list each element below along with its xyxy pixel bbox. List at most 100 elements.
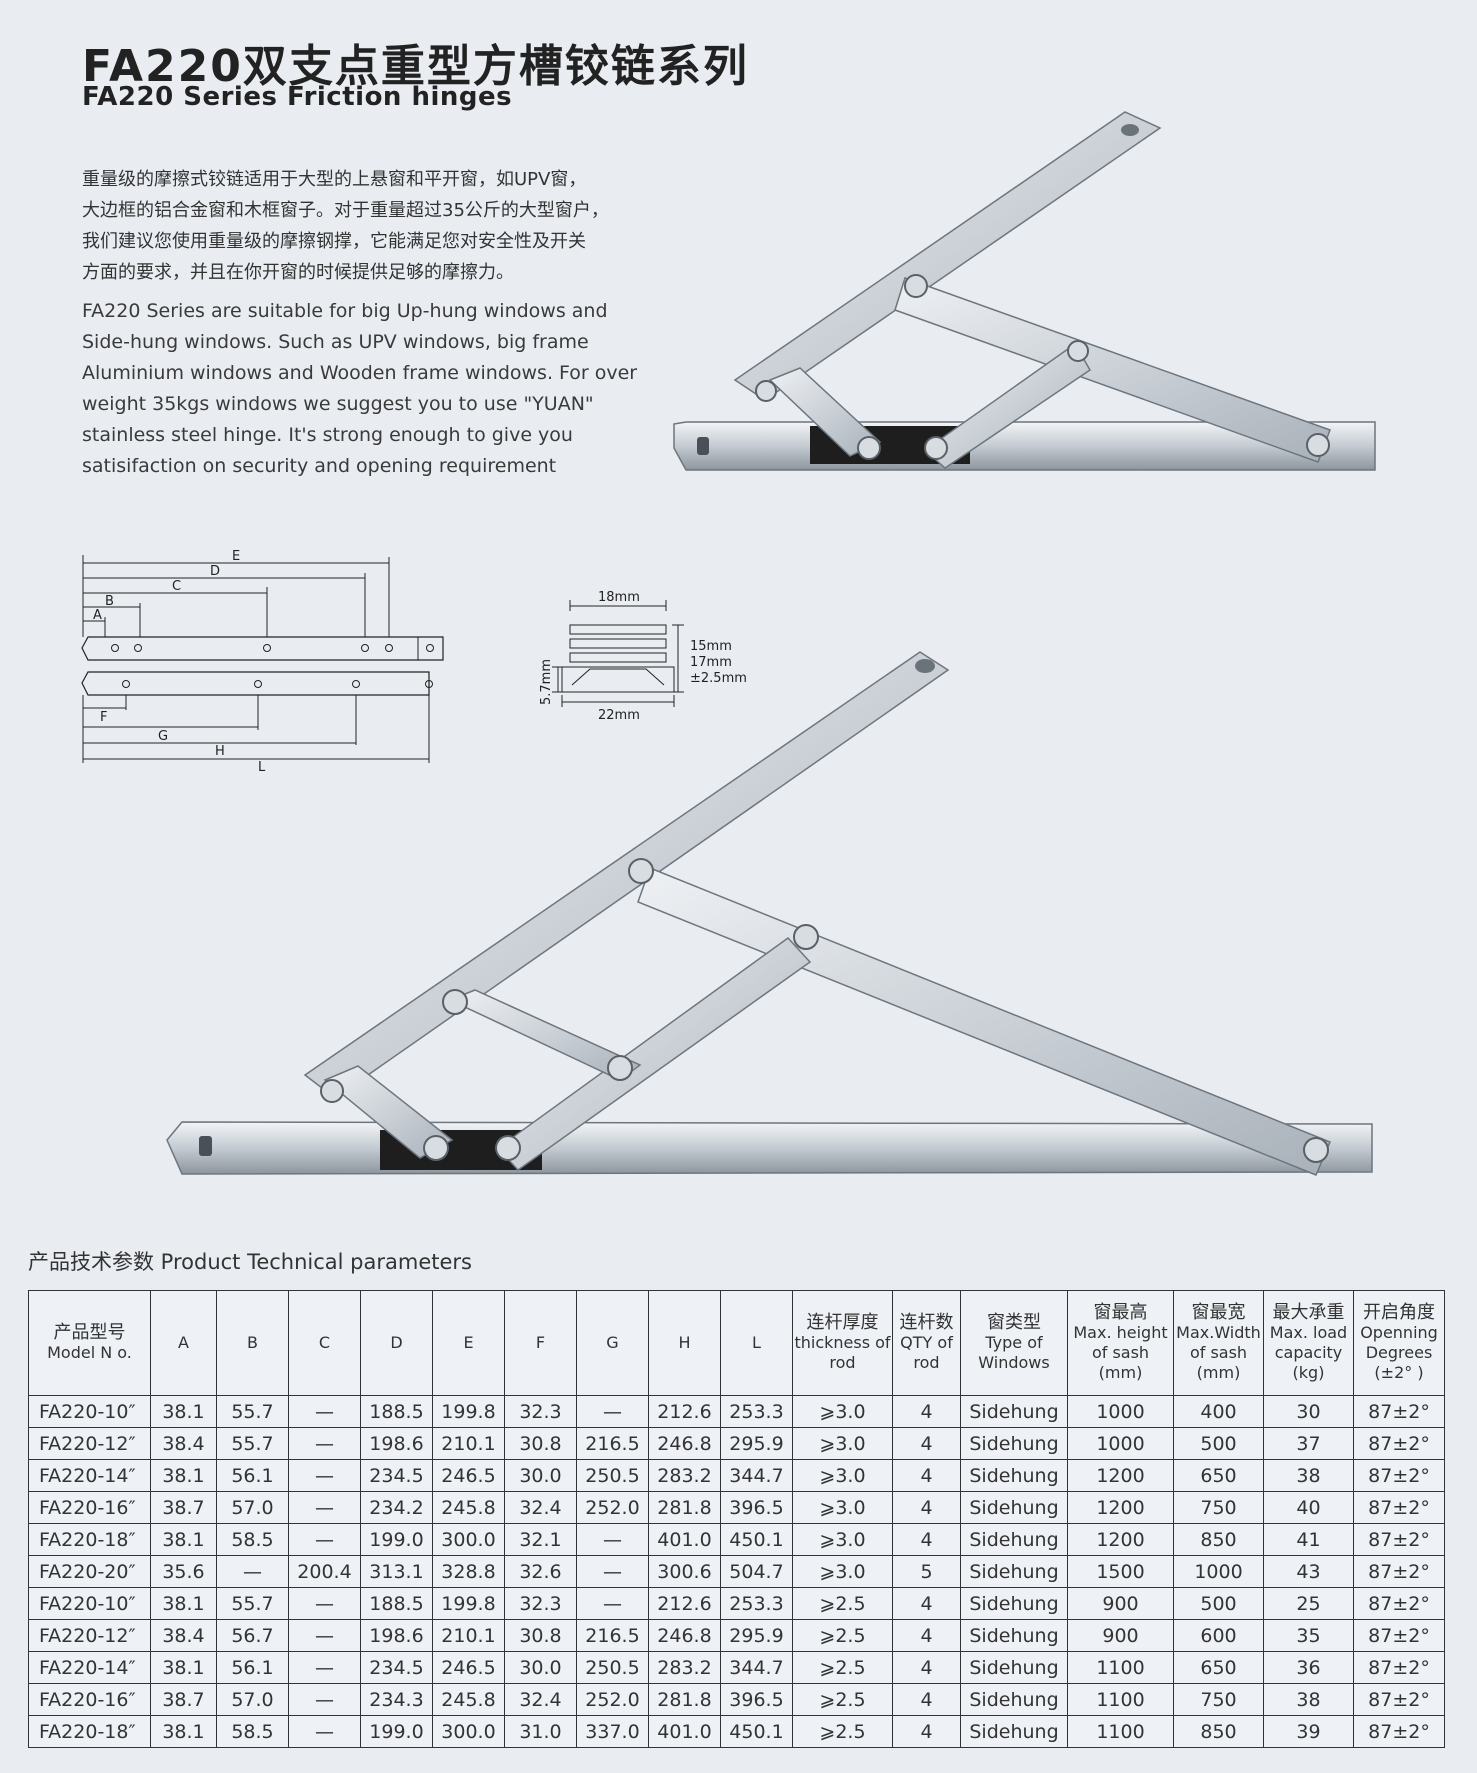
table-cell: 56.1 [216, 1651, 289, 1684]
table-cell: 295.9 [720, 1427, 793, 1460]
table-cell: Sidehung [960, 1395, 1068, 1428]
header-en: H [678, 1333, 691, 1352]
header-en: thickness of rod [794, 1333, 891, 1372]
table-cell: Sidehung [960, 1683, 1068, 1716]
header-en: Type of Windows [978, 1333, 1050, 1372]
table-cell: 87±2° [1353, 1555, 1445, 1588]
dim-label-a: A [93, 608, 102, 623]
table-cell: 283.2 [648, 1459, 721, 1492]
table-cell: 32.3 [504, 1395, 577, 1428]
table-cell: 39 [1263, 1715, 1354, 1748]
table-cell: 38.7 [150, 1491, 217, 1524]
header-cn: 窗最宽 [1191, 1302, 1246, 1323]
table-cell: FA220-16″ [28, 1491, 151, 1524]
table-header-cell: D [360, 1290, 433, 1396]
table-cell: FA220-14″ [28, 1651, 151, 1684]
header-en: C [318, 1333, 331, 1352]
table-cell: 37 [1263, 1427, 1354, 1460]
large-hinge-bracket [380, 1130, 542, 1170]
table-cell: 198.6 [360, 1427, 433, 1460]
profile-right-tol: ±2.5mm [690, 671, 747, 686]
header-en: Max.Width of sash (mm) [1176, 1323, 1261, 1382]
table-cell: 199.8 [432, 1395, 505, 1428]
table-cell: 300.6 [648, 1555, 721, 1588]
table-cell: ⩾2.5 [792, 1683, 893, 1716]
description-cn-line: 大边框的铝合金窗和木框窗子。对于重量超过35公斤的大型窗户， [82, 200, 609, 221]
table-cell: 850 [1173, 1523, 1264, 1556]
table-cell: — [288, 1395, 361, 1428]
description-en-line: Aluminium windows and Wooden frame windo… [82, 362, 638, 384]
table-cell: — [288, 1683, 361, 1716]
table-cell: 4 [892, 1651, 961, 1684]
header-cn: 开启角度 [1363, 1302, 1435, 1323]
table-cell: 216.5 [576, 1619, 649, 1652]
header-en: A [178, 1333, 189, 1352]
table-cell: 4 [892, 1715, 961, 1748]
table-cell: 850 [1173, 1715, 1264, 1748]
table-header-cell: F [504, 1290, 577, 1396]
table-cell: 32.6 [504, 1555, 577, 1588]
table-cell: 1100 [1067, 1683, 1174, 1716]
table-cell: 32.4 [504, 1491, 577, 1524]
dim-label-e: E [232, 549, 240, 564]
table-header-cell: E [432, 1290, 505, 1396]
header-en: L [752, 1333, 761, 1352]
large-hinge-rivet [423, 1135, 449, 1161]
table-header-cell: A [150, 1290, 217, 1396]
table-cell: Sidehung [960, 1651, 1068, 1684]
table-cell: 1200 [1067, 1523, 1174, 1556]
table-cell: 87±2° [1353, 1619, 1445, 1652]
table-cell: 504.7 [720, 1555, 793, 1588]
table-cell: 212.6 [648, 1395, 721, 1428]
table-cell: 210.1 [432, 1619, 505, 1652]
table-cell: ⩾3.0 [792, 1395, 893, 1428]
table-cell: 295.9 [720, 1619, 793, 1652]
table-cell: 55.7 [216, 1395, 289, 1428]
table-cell: 337.0 [576, 1715, 649, 1748]
table-header-cell: B [216, 1290, 289, 1396]
table-cell: ⩾2.5 [792, 1651, 893, 1684]
table-cell: 30 [1263, 1395, 1354, 1428]
small-hinge [673, 111, 1376, 471]
table-cell: 87±2° [1353, 1651, 1445, 1684]
description-en-line: Side-hung windows. Such as UPV windows, … [82, 331, 589, 353]
table-cell: — [576, 1523, 649, 1556]
dim-label-f: F [100, 710, 107, 725]
dim-label-b: B [105, 594, 114, 609]
table-cell: 38.7 [150, 1683, 217, 1716]
table-cell: 58.5 [216, 1715, 289, 1748]
table-cell: 4 [892, 1459, 961, 1492]
table-cell: 246.8 [648, 1427, 721, 1460]
dim-label-c: C [172, 579, 181, 594]
small-hinge-rivet [904, 274, 928, 298]
profile-height: 5.7mm [539, 659, 554, 705]
table-cell: Sidehung [960, 1523, 1068, 1556]
table-cell: 4 [892, 1491, 961, 1524]
table-cell: ⩾3.0 [792, 1459, 893, 1492]
profile-top-width: 18mm [598, 590, 640, 605]
table-cell: 36 [1263, 1651, 1354, 1684]
table-cell: 87±2° [1353, 1683, 1445, 1716]
table-cell: 401.0 [648, 1523, 721, 1556]
table-cell: FA220-10″ [28, 1587, 151, 1620]
small-hinge-base-rail [673, 421, 1376, 471]
table-cell: — [288, 1427, 361, 1460]
table-cell: 344.7 [720, 1459, 793, 1492]
table-cell: 31.0 [504, 1715, 577, 1748]
table-cell: 87±2° [1353, 1587, 1445, 1620]
table-cell: 396.5 [720, 1491, 793, 1524]
table-cell: 38.1 [150, 1395, 217, 1428]
header-en: G [606, 1333, 619, 1352]
table-cell: 38.1 [150, 1587, 217, 1620]
table-cell: 328.8 [432, 1555, 505, 1588]
small-hinge-rivet [755, 380, 777, 402]
